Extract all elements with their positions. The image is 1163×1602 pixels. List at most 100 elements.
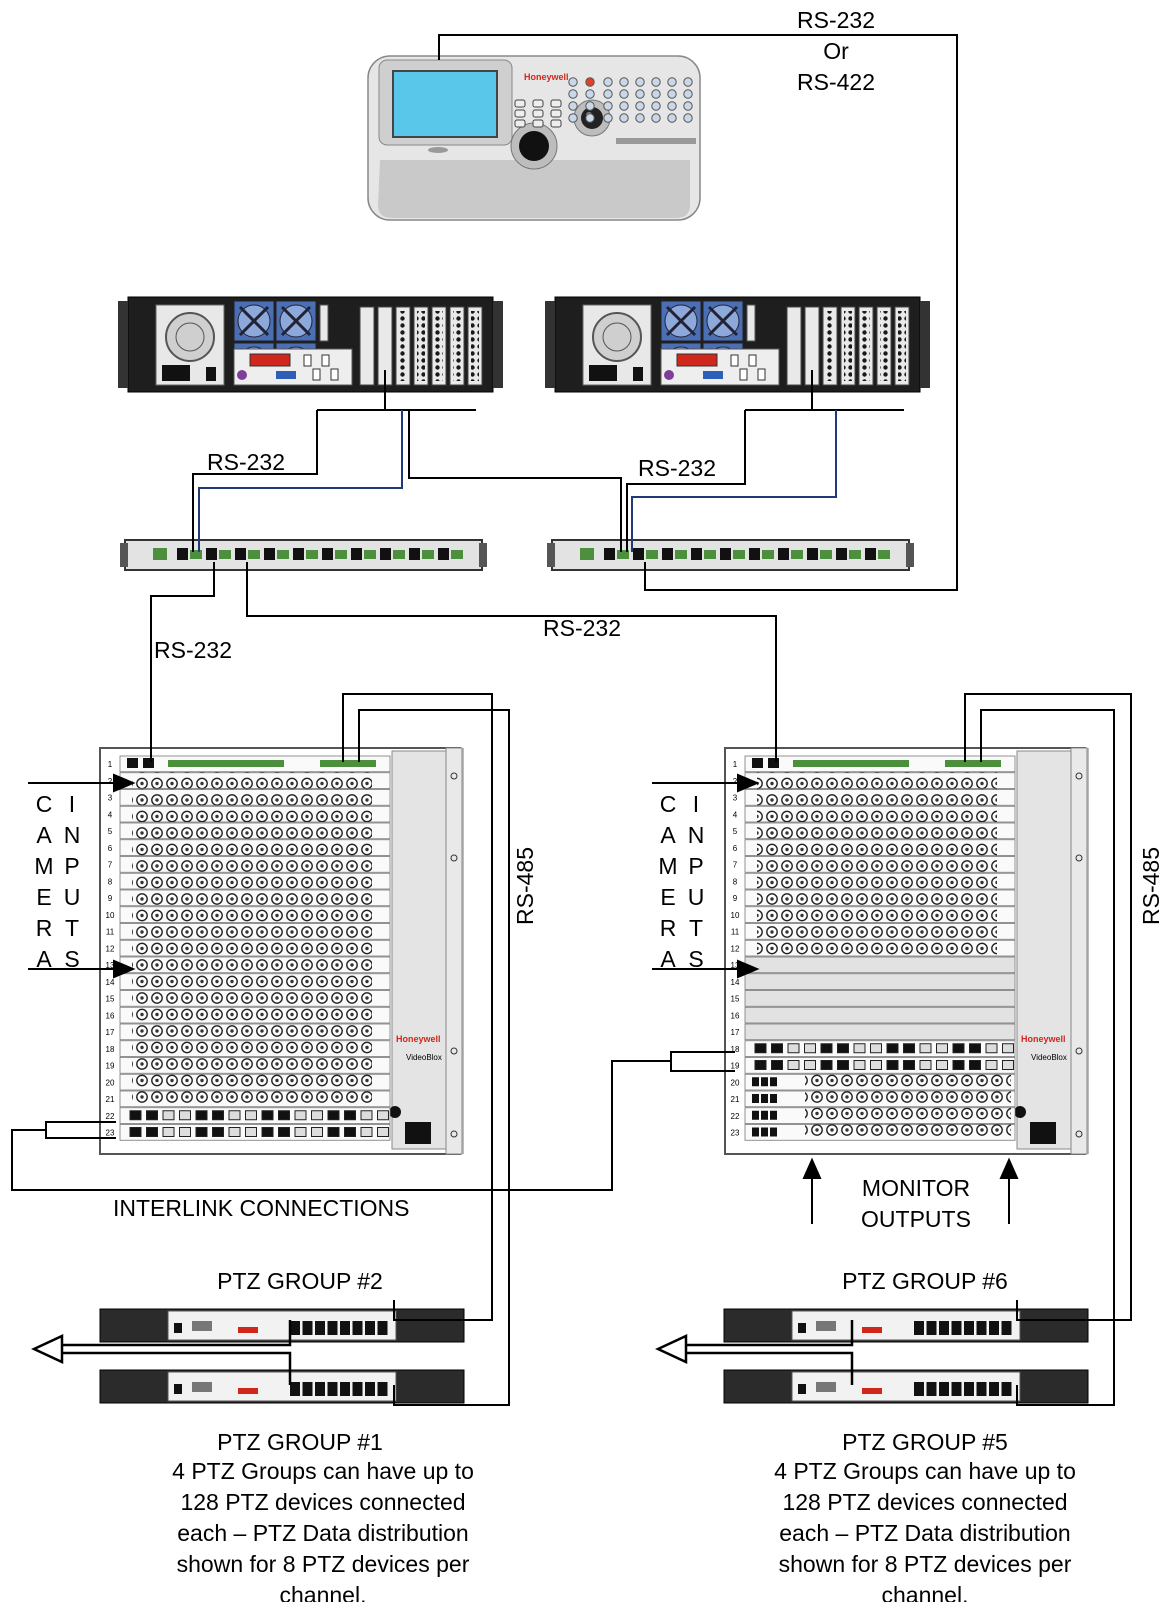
link-port-icon bbox=[146, 1127, 158, 1137]
slot-number: 9 bbox=[108, 894, 113, 903]
ptz-terminal-icon bbox=[352, 1321, 363, 1335]
ptz-terminal-icon bbox=[914, 1321, 924, 1335]
key-icon bbox=[635, 101, 645, 111]
expansion-card bbox=[359, 306, 375, 386]
key-icon bbox=[514, 119, 526, 128]
inputs-letter: I bbox=[69, 791, 75, 817]
bnc-row bbox=[757, 839, 997, 856]
label-ptz-group-1: PTZ GROUP #1 bbox=[217, 1429, 383, 1455]
bnc-row bbox=[132, 805, 372, 822]
terminal-icon bbox=[762, 550, 774, 559]
bnc-row bbox=[132, 1023, 372, 1040]
rj45-port-icon bbox=[691, 548, 702, 560]
label-rs232-or-rs422: RS-232 bbox=[797, 7, 875, 33]
ptz-terminal-icon bbox=[1001, 1382, 1012, 1396]
usb-port-icon bbox=[730, 354, 739, 367]
note-line: channel. bbox=[280, 1582, 367, 1602]
slot-number: 13 bbox=[106, 961, 115, 970]
note-line: each – PTZ Data distribution bbox=[177, 1520, 468, 1546]
link-port-icon bbox=[820, 1060, 833, 1070]
slot-number: 2 bbox=[108, 777, 113, 786]
label-rs422: RS-422 bbox=[797, 69, 875, 95]
slot-number: 15 bbox=[731, 995, 740, 1004]
label-or: Or bbox=[823, 38, 849, 64]
slot-number: 5 bbox=[733, 827, 738, 836]
slot-number: 4 bbox=[108, 810, 113, 819]
ps2-port-icon bbox=[664, 370, 674, 380]
bnc-row bbox=[132, 1040, 372, 1057]
camera-input-arrows bbox=[28, 773, 760, 979]
link-port-icon bbox=[985, 1043, 998, 1054]
mount-hole bbox=[1075, 1047, 1083, 1055]
slot-number: 2 bbox=[733, 777, 738, 786]
terminal-icon bbox=[820, 550, 832, 559]
rj45-port-icon bbox=[235, 548, 246, 560]
terminal-icon bbox=[335, 550, 347, 559]
usb-port-icon bbox=[748, 354, 757, 367]
power-socket-icon bbox=[174, 1323, 182, 1333]
key-icon bbox=[603, 101, 613, 111]
lcd-screen-icon bbox=[392, 70, 498, 138]
label-rs485-right: RS-485 bbox=[1138, 847, 1163, 925]
bnc-row bbox=[132, 822, 372, 839]
power-socket-icon bbox=[1030, 1122, 1056, 1144]
link-port-icon bbox=[771, 1043, 783, 1054]
vga-port-icon bbox=[703, 371, 723, 379]
key-icon bbox=[667, 89, 677, 99]
data-port-icon bbox=[238, 1388, 258, 1394]
link-port-icon bbox=[886, 1060, 899, 1070]
ptz-terminal-icon bbox=[315, 1321, 325, 1335]
link-port-icon bbox=[129, 1127, 142, 1137]
serial-port-icon bbox=[192, 1321, 212, 1331]
ptz-terminal-icon bbox=[365, 1382, 375, 1396]
power-socket-icon bbox=[174, 1384, 182, 1394]
ptz-terminal-icon bbox=[365, 1321, 375, 1335]
note-line: 4 PTZ Groups can have up to bbox=[172, 1458, 474, 1484]
key-icon bbox=[550, 109, 562, 118]
bnc-row bbox=[132, 939, 372, 956]
slot-number: 21 bbox=[106, 1095, 115, 1104]
fan-blade-icon bbox=[238, 305, 270, 337]
bnc-row bbox=[132, 772, 372, 789]
rj45-port-icon bbox=[761, 1094, 768, 1103]
link-port-icon bbox=[245, 1127, 257, 1137]
ptz-terminal-icon bbox=[290, 1321, 300, 1335]
link-port-icon bbox=[853, 1043, 866, 1054]
link-port-icon bbox=[261, 1127, 274, 1137]
key-icon bbox=[651, 113, 661, 123]
ptz-terminal-icon bbox=[939, 1321, 949, 1335]
fan-icon bbox=[175, 322, 205, 352]
terminal-icon bbox=[849, 550, 861, 559]
camera-letter: R bbox=[36, 915, 53, 941]
vga-port-icon bbox=[276, 371, 296, 379]
matrix-brand: Honeywell bbox=[1021, 1034, 1066, 1044]
camera-letter: A bbox=[660, 822, 676, 848]
knob-icon bbox=[1014, 1106, 1026, 1118]
rj45-port-icon bbox=[127, 758, 138, 768]
key-icon bbox=[683, 89, 693, 99]
terminal-icon bbox=[646, 550, 658, 559]
fan-icon bbox=[165, 312, 215, 362]
joystick-icon bbox=[519, 131, 549, 161]
bnc-row bbox=[132, 839, 372, 856]
slot-number: 16 bbox=[731, 1011, 740, 1020]
server-left bbox=[118, 296, 503, 393]
rj45-port-icon bbox=[752, 1110, 759, 1120]
inputs-letter: U bbox=[64, 884, 81, 910]
ptz-unit-group-1 bbox=[99, 1369, 465, 1404]
slot-number: 10 bbox=[106, 911, 115, 920]
terminal-icon bbox=[945, 760, 1001, 767]
link-port-icon bbox=[162, 1127, 175, 1137]
bnc-row bbox=[757, 872, 997, 889]
link-port-icon bbox=[1002, 1060, 1014, 1070]
note-line: 4 PTZ Groups can have up to bbox=[774, 1458, 1076, 1484]
slot-number: 21 bbox=[731, 1095, 740, 1104]
rack-ear bbox=[906, 543, 914, 567]
link-port-icon bbox=[311, 1127, 323, 1137]
rj45-port-icon bbox=[770, 1077, 777, 1087]
ptz-terminal-icon bbox=[315, 1382, 325, 1396]
key-icon bbox=[532, 119, 544, 128]
slot-number: 9 bbox=[733, 894, 738, 903]
bnc-row bbox=[132, 872, 372, 889]
